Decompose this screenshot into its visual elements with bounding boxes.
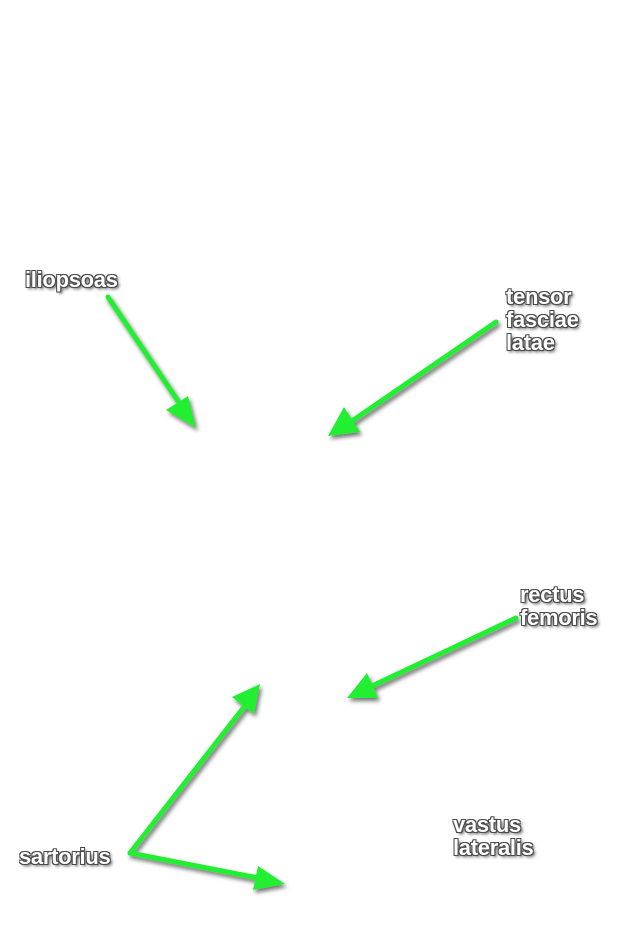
iliopsoas-arrow bbox=[105, 294, 196, 428]
sartorius-arrow-right bbox=[127, 850, 285, 890]
label-vastus-lateralis: vastus lateralis bbox=[453, 812, 534, 860]
label-rectus-femoris: rectus femoris bbox=[520, 582, 598, 630]
sartorius-arrow-up bbox=[127, 684, 260, 856]
label-line: latae bbox=[506, 330, 555, 355]
label-line: lateralis bbox=[453, 835, 534, 860]
label-line: rectus bbox=[520, 582, 585, 607]
label-line: iliopsoas bbox=[25, 267, 118, 292]
tfl-arrow bbox=[328, 319, 499, 436]
label-line: sartorius bbox=[19, 844, 111, 869]
label-line: tensor bbox=[506, 284, 572, 309]
label-line: fasciae bbox=[506, 307, 579, 332]
label-line: femoris bbox=[520, 605, 598, 630]
label-line: vastus bbox=[453, 812, 521, 837]
label-iliopsoas: iliopsoas bbox=[25, 268, 118, 291]
rectus-femoris-arrow bbox=[347, 615, 519, 698]
label-sartorius: sartorius bbox=[19, 844, 111, 869]
label-tensor-fasciae-latae: tensor fasciae latae bbox=[506, 285, 579, 354]
